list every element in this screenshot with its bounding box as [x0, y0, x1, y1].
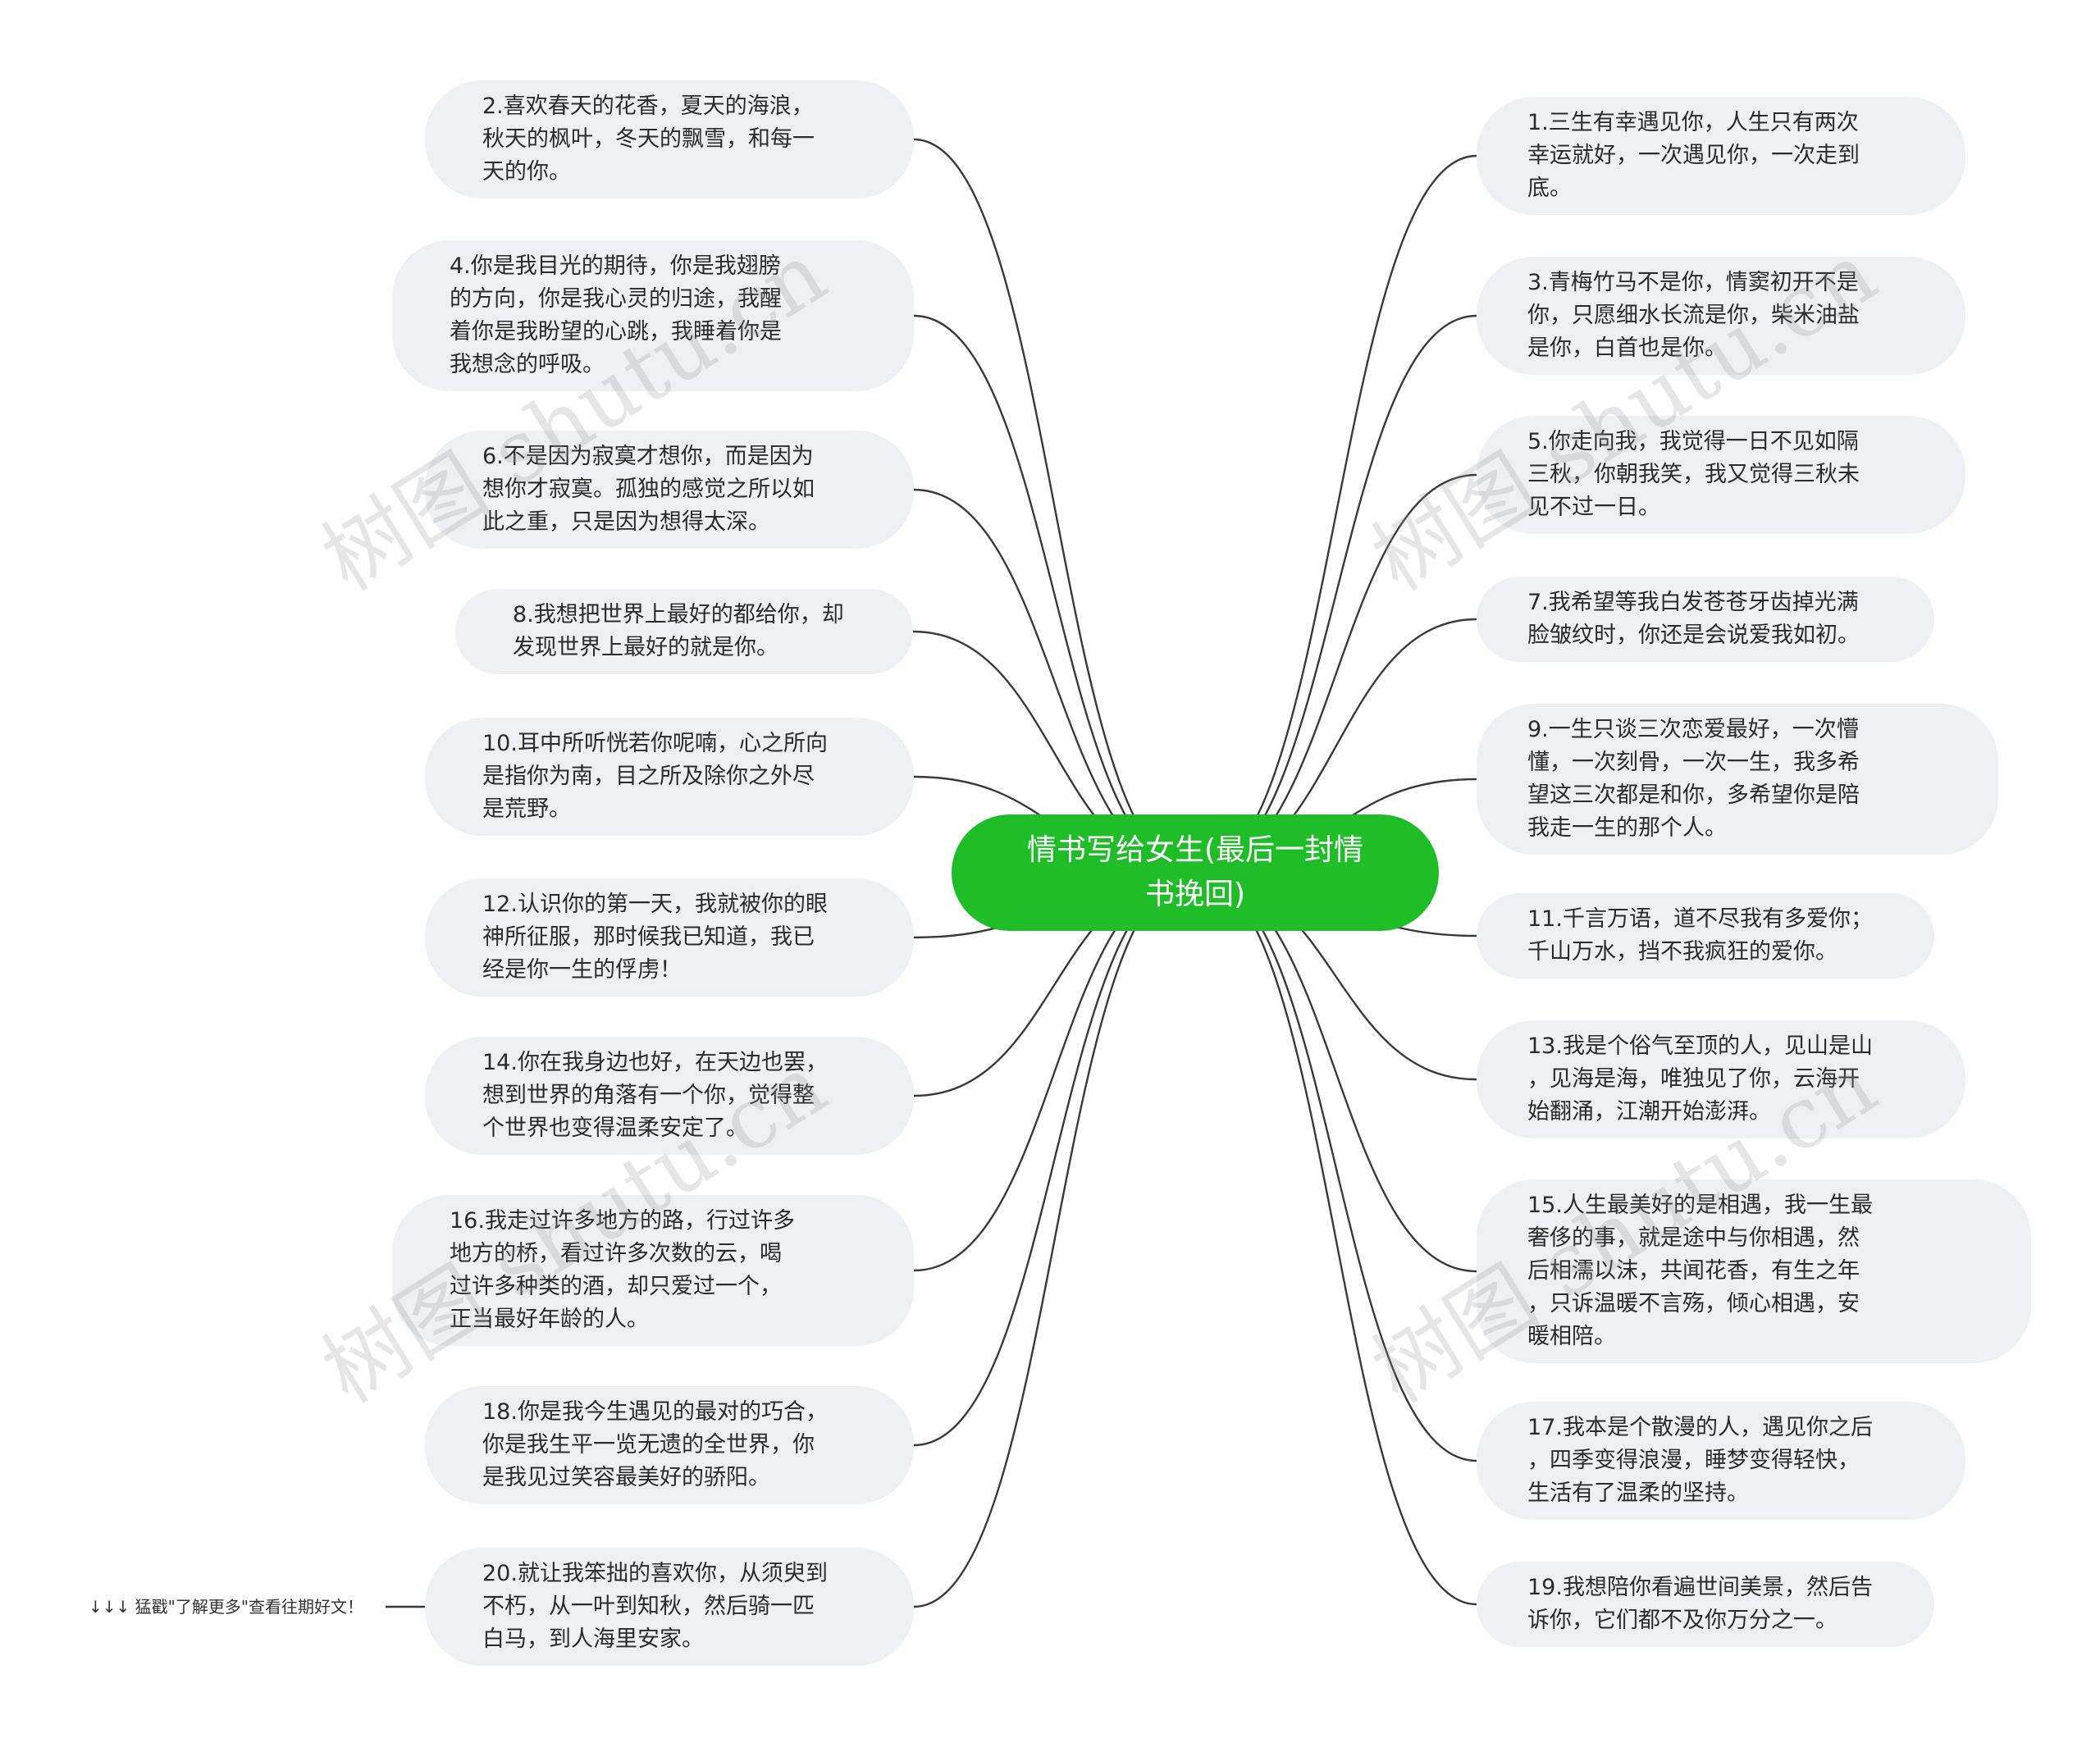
left-topic-label: 14.你在我身边也好，在天边也罢， 想到世界的角落有一个你，觉得整 个世界也变得… [482, 1050, 828, 1141]
right-topic-label: 7.我希望等我白发苍苍牙齿掉光满 脸皱纹时，你还是会说爱我如初。 [1527, 590, 1860, 648]
right-topic[interactable]: 19.我想陪你看遍世间美景，然后告 诉你，它们都不及你万分之一。 [1477, 1562, 1934, 1647]
left-topic-label: 4.你是我目光的期待，你是我翅膀 的方向，你是我心灵的归途，我醒 着你是我盼望的… [450, 253, 782, 377]
right-topic-label: 15.人生最美好的是相遇，我一生最 奢侈的事，就是途中与你相遇，然 后相濡以沫，… [1527, 1193, 1873, 1349]
left-topic[interactable]: 12.认识你的第一天，我就被你的眼 神所征服，那时候我已知道，我已 经是你一生的… [425, 878, 914, 997]
left-topic-label: 12.认识你的第一天，我就被你的眼 神所征服，那时候我已知道，我已 经是你一生的… [482, 892, 828, 983]
left-topic-label: 16.我走过许多地方的路，行过许多 地方的桥，看过许多次数的云，喝 过许多种类的… [450, 1208, 795, 1332]
right-topic-label: 9.一生只谈三次恋爱最好，一次懵 懂，一次刻骨，一次一生，我多希 望这三次都是和… [1527, 717, 1860, 841]
connector-right [1194, 872, 1477, 1606]
left-topic[interactable]: 18.你是我今生遇见的最对的巧合， 你是我生平一览无遗的全世界，你 是我见过笑容… [425, 1386, 914, 1504]
right-topic-label: 5.你走向我，我觉得一日不见如隔 三秋，你朝我笑，我又觉得三秋未 见不过一日。 [1527, 429, 1860, 520]
left-topic[interactable]: 8.我想把世界上最好的都给你，却 发现世界上最好的就是你。 [455, 589, 913, 674]
right-topic[interactable]: 15.人生最美好的是相遇，我一生最 奢侈的事，就是途中与你相遇，然 后相濡以沫，… [1477, 1179, 2031, 1363]
right-topic[interactable]: 5.你走向我，我觉得一日不见如隔 三秋，你朝我笑，我又觉得三秋未 见不过一日。 [1477, 416, 1965, 534]
connector-left [913, 872, 1196, 1447]
connector-right [1194, 314, 1477, 875]
connector-left [913, 138, 1196, 875]
left-topic[interactable]: 2.喜欢春天的花香，夏天的海浪， 秋天的枫叶，冬天的飘雪，和每一 天的你。 [425, 80, 914, 198]
left-topic-label: 8.我想把世界上最好的都给你，却 发现世界上最好的就是你。 [513, 602, 844, 660]
right-topic-label: 3.青梅竹马不是你，情窦初开不是 你，只愿细水长流是你，柴米油盐 是你，白首也是… [1527, 270, 1860, 361]
left-topic[interactable]: 16.我走过许多地方的路，行过许多 地方的桥，看过许多次数的云，喝 过许多种类的… [392, 1195, 914, 1346]
connector-left [913, 872, 1196, 1272]
left-topic[interactable]: 10.耳中所听恍若你呢喃，心之所向 是指你为南，目之所及除你之外尽 是荒野。 [425, 718, 914, 836]
left-topic-label: 18.你是我今生遇见的最对的巧合， 你是我生平一览无遗的全世界，你 是我见过笑容… [482, 1399, 828, 1490]
right-topic[interactable]: 1.三生有幸遇见你，人生只有两次 幸运就好，一次遇见你，一次走到 底。 [1477, 97, 1965, 215]
footer-note[interactable]: ↓↓↓ 猛戳"了解更多"查看往期好文！ [89, 1597, 364, 1617]
connector-right [1194, 872, 1477, 1462]
right-topic[interactable]: 13.我是个俗气至顶的人，见山是山 ，见海是海，唯独见了你，云海开 始翻涌，江潮… [1477, 1020, 1965, 1138]
right-topic[interactable]: 17.我本是个散漫的人，遇见你之后 ，四季变得浪漫，睡梦变得轻快， 生活有了温柔… [1477, 1402, 1965, 1520]
left-topic-label: 6.不是因为寂寞才想你，而是因为 想你才寂寞。孤独的感觉之所以如 此之重，只是因… [482, 444, 815, 535]
left-topic-label: 2.喜欢春天的花香，夏天的海浪， 秋天的枫叶，冬天的飘雪，和每一 天的你。 [482, 94, 815, 185]
connector-right [1194, 154, 1477, 875]
connector-left [913, 314, 1196, 875]
right-topic-label: 1.三生有幸遇见你，人生只有两次 幸运就好，一次遇见你，一次走到 底。 [1527, 110, 1860, 201]
right-topic-label: 19.我想陪你看遍世间美景，然后告 诉你，它们都不及你万分之一。 [1527, 1575, 1873, 1633]
central-topic[interactable]: 情书写给女生(最后一封情 书挽回) [952, 814, 1439, 931]
right-topic[interactable]: 7.我希望等我白发苍苍牙齿掉光满 脸皱纹时，你还是会说爱我如初。 [1477, 577, 1934, 662]
left-topic[interactable]: 14.你在我身边也好，在天边也罢， 想到世界的角落有一个你，觉得整 个世界也变得… [425, 1037, 914, 1155]
right-topic[interactable]: 9.一生只谈三次恋爱最好，一次懵 懂，一次刻骨，一次一生，我多希 望这三次都是和… [1477, 704, 1998, 855]
right-topic[interactable]: 3.青梅竹马不是你，情窦初开不是 你，只愿细水长流是你，柴米油盐 是你，白首也是… [1477, 257, 1965, 375]
right-topic-label: 13.我是个俗气至顶的人，见山是山 ，见海是海，唯独见了你，云海开 始翻涌，江潮… [1527, 1033, 1873, 1124]
right-topic-label: 17.我本是个散漫的人，遇见你之后 ，四季变得浪漫，睡梦变得轻快， 生活有了温柔… [1527, 1415, 1873, 1506]
left-topic-label: 10.耳中所听恍若你呢喃，心之所向 是指你为南，目之所及除你之外尽 是荒野。 [482, 731, 828, 822]
left-topic[interactable]: 20.就让我笨拙的喜欢你，从须臾到 不朽，从一叶到知秋，然后骑一匹 白马，到人海… [425, 1548, 914, 1666]
right-topic-label: 11.千言万语，道不尽我有多爱你； 千山万水，挡不我疯狂的爱你。 [1527, 906, 1873, 965]
left-topic-label: 20.就让我笨拙的喜欢你，从须臾到 不朽，从一叶到知秋，然后骑一匹 白马，到人海… [482, 1561, 828, 1652]
central-topic-label: 情书写给女生(最后一封情 书挽回) [1026, 833, 1364, 911]
right-topic[interactable]: 11.千言万语，道不尽我有多爱你； 千山万水，挡不我疯狂的爱你。 [1477, 893, 1934, 978]
left-topic[interactable]: 6.不是因为寂寞才想你，而是因为 想你才寂寞。孤独的感觉之所以如 此之重，只是因… [425, 431, 914, 549]
left-topic[interactable]: 4.你是我目光的期待，你是我翅膀 的方向，你是我心灵的归途，我醒 着你是我盼望的… [392, 240, 914, 391]
